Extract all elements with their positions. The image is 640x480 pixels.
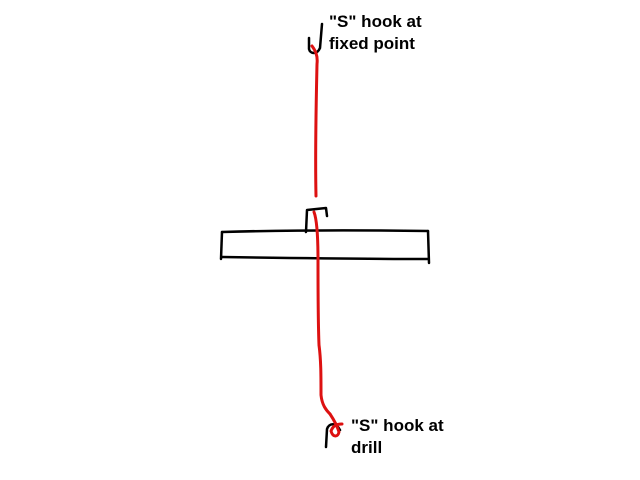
bar-hook-bracket bbox=[304, 206, 329, 234]
string-bottom-loop bbox=[328, 412, 344, 438]
bottom-hook-label-line1: "S" hook at bbox=[351, 416, 444, 435]
bottom-hook-label-line2: drill bbox=[351, 438, 383, 457]
top-hook-label: "S" hook at fixed point bbox=[329, 11, 422, 55]
horizontal-bar bbox=[219, 229, 431, 265]
red-string bbox=[310, 44, 344, 438]
bottom-hook-label: "S" hook at drill bbox=[351, 415, 444, 459]
top-hook-label-line2: fixed point bbox=[329, 34, 415, 53]
string-upper-segment bbox=[310, 44, 319, 198]
string-lower-segment bbox=[312, 210, 332, 416]
top-hook-label-line1: "S" hook at bbox=[329, 12, 422, 31]
top-s-hook bbox=[307, 22, 324, 55]
